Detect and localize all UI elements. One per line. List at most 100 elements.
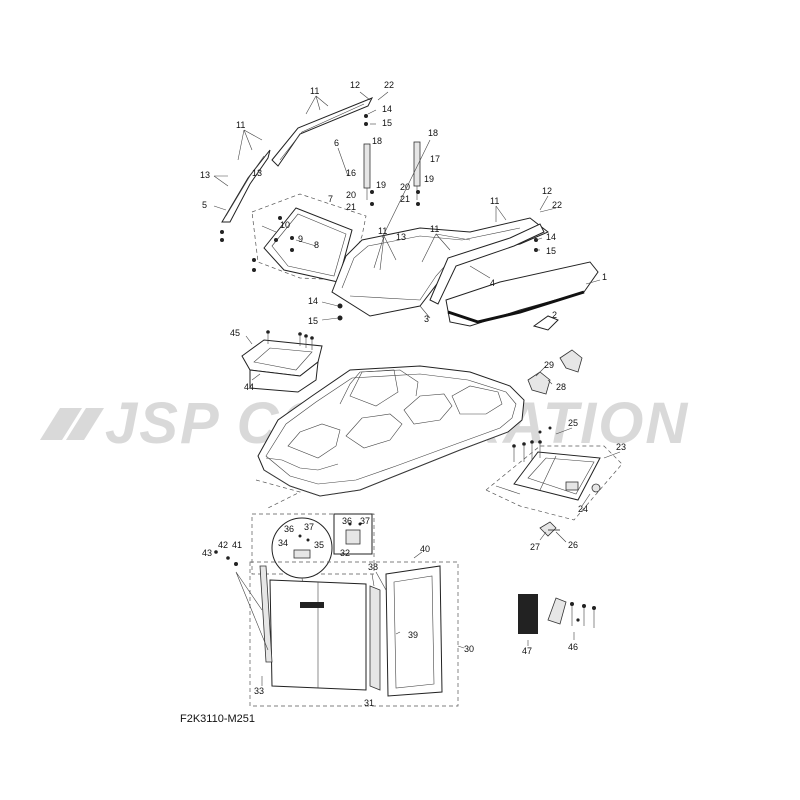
callout-7: 7 <box>328 194 333 204</box>
hinge-strip <box>369 585 381 691</box>
cockpit-console <box>349 369 399 407</box>
detail-small-plate <box>345 529 361 545</box>
callout-6: 6 <box>334 138 339 148</box>
callout-24: 24 <box>578 504 588 514</box>
hinge-bracket-right <box>559 349 583 373</box>
left-support-strut <box>363 143 371 189</box>
decal-sheet <box>518 594 538 634</box>
callout-46: 46 <box>568 642 578 652</box>
callout-9: 9 <box>298 234 303 244</box>
deck-clip <box>532 315 559 331</box>
callout-38: 38 <box>368 562 378 572</box>
callout-14a: 14 <box>382 104 392 114</box>
cockpit-seats <box>287 413 403 459</box>
callout-13b: 13 <box>252 168 262 178</box>
drain-bolt <box>539 521 557 537</box>
callout-32: 32 <box>340 548 350 558</box>
callout-4: 4 <box>490 278 495 288</box>
callout-42: 42 <box>218 540 228 550</box>
tie-down-cleat <box>547 597 567 625</box>
windshield-assembly <box>213 91 601 331</box>
callout-39: 39 <box>408 630 418 640</box>
callout-40: 40 <box>420 544 430 554</box>
hull-deck-line <box>265 373 517 485</box>
engine-cover-detail-box <box>485 445 623 521</box>
upholstery-detail-box <box>251 479 375 609</box>
storage-box-inner <box>253 347 313 371</box>
callout-23: 23 <box>616 442 626 452</box>
right-windshield-frame <box>429 223 545 305</box>
diagram-code: F2K3110-M251 <box>180 713 255 725</box>
left-windshield-frame <box>221 149 271 223</box>
engine-cover-assembly <box>485 349 623 543</box>
callout-37b: 37 <box>360 516 370 526</box>
seal-strip <box>259 565 273 663</box>
callout-20b: 20 <box>400 182 410 192</box>
panel-badge <box>300 602 324 608</box>
callout-18b: 18 <box>428 128 438 138</box>
callout-47: 47 <box>522 646 532 656</box>
right-support-strut <box>413 141 421 187</box>
callout-21b: 21 <box>400 194 410 204</box>
callout-14b: 14 <box>546 232 556 242</box>
callout-45: 45 <box>230 328 240 338</box>
boat-hull <box>257 365 525 497</box>
callout-15a: 15 <box>382 118 392 128</box>
hatch-frame-inner <box>393 575 435 689</box>
callout-11c: 11 <box>378 226 387 236</box>
callout-3: 3 <box>424 314 429 324</box>
accessory-parts <box>518 594 596 646</box>
engine-cover-latch <box>565 481 579 491</box>
detail-plate <box>293 549 311 559</box>
callout-15b: 15 <box>546 246 556 256</box>
callout-25: 25 <box>568 418 578 428</box>
callout-13c: 13 <box>396 232 406 242</box>
callout-18a: 18 <box>372 136 382 146</box>
upper-windshield-panel <box>271 97 374 167</box>
callout-34: 34 <box>278 538 288 548</box>
callout-15c: 15 <box>308 316 318 326</box>
left-windshield-glass <box>225 155 265 217</box>
hull-bottom-line <box>263 431 509 497</box>
callout-11a: 11 <box>310 86 319 96</box>
callout-12a: 12 <box>350 80 360 90</box>
center-window-frame <box>263 207 353 283</box>
callout-26: 26 <box>568 540 578 550</box>
callout-41: 41 <box>232 540 242 550</box>
callout-10: 10 <box>280 220 290 230</box>
callout-11d: 11 <box>430 224 439 234</box>
callout-22a: 22 <box>384 80 394 90</box>
upper-windshield-trim <box>279 103 365 161</box>
callout-30: 30 <box>464 644 474 654</box>
side-panel-assembly <box>214 550 465 707</box>
windshield-leaders <box>213 91 601 321</box>
callout-35: 35 <box>314 540 324 550</box>
callout-2: 2 <box>552 310 557 320</box>
callout-8: 8 <box>314 240 319 250</box>
callout-29: 29 <box>544 360 554 370</box>
callout-37a: 37 <box>304 522 314 532</box>
callout-14c: 14 <box>308 296 318 306</box>
callout-22b: 22 <box>552 200 562 210</box>
watermark-logo-mark <box>40 408 104 440</box>
callout-labels: 1 2 3 4 5 6 7 8 9 10 11 11 11 11 11 12 1… <box>200 80 626 708</box>
engine-cover-knob <box>591 483 601 493</box>
callout-36b: 36 <box>342 516 352 526</box>
callout-20a: 20 <box>346 190 356 200</box>
callout-43: 43 <box>202 548 212 558</box>
callout-17: 17 <box>430 154 440 164</box>
center-window-glass <box>271 213 347 277</box>
callout-5: 5 <box>202 200 207 210</box>
callout-27: 27 <box>530 542 540 552</box>
hatch-frame-outer <box>385 565 443 697</box>
side-panel-detail-box <box>249 561 459 707</box>
hull-to-panel-leader <box>255 479 301 509</box>
hull-bow <box>265 457 339 471</box>
storage-box-assembly <box>241 330 323 393</box>
callout-11b: 11 <box>236 120 245 130</box>
callout-12b: 12 <box>542 186 552 196</box>
callout-11e: 11 <box>490 196 499 206</box>
callout-19a: 19 <box>376 180 386 190</box>
callout-28: 28 <box>556 382 566 392</box>
